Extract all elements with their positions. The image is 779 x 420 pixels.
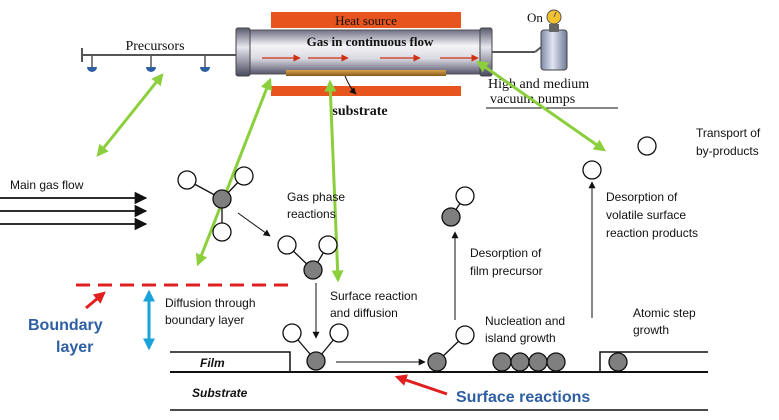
atomic-step-label-1: Atomic step — [633, 306, 696, 320]
gas-phase-arrow — [237, 212, 271, 237]
desorption-film-label-2: film precursor — [470, 264, 543, 278]
gas-flow-label: Gas in continuous flow — [307, 34, 434, 49]
desorption-volatile-label-1: Desorption of — [606, 190, 678, 204]
heat-source-top — [271, 12, 461, 28]
gas-phase-label-1: Gas phase — [287, 190, 345, 204]
tube-inlet-cap — [235, 27, 251, 77]
on-label: On — [527, 10, 543, 25]
desorbed-precursor — [441, 186, 475, 227]
desorption-volatile-label-2: volatile surface — [606, 208, 686, 222]
volatile-product — [582, 160, 602, 180]
precursor-valve — [200, 55, 210, 72]
heat-source-label: Heat source — [335, 13, 397, 28]
nucleating-molecule — [427, 325, 475, 372]
nucleation-label-2: island growth — [485, 331, 556, 345]
nucleation-label-1: Nucleation and — [485, 314, 565, 328]
green-arrow-desorption — [476, 60, 606, 152]
green-arrow-boundary — [195, 77, 273, 267]
substrate-process-label: Substrate — [192, 386, 248, 400]
step-atom — [608, 352, 628, 372]
boundary-layer-label-1: Boundary — [28, 317, 103, 334]
precursor-valve — [87, 55, 97, 72]
film-label: Film — [200, 356, 225, 370]
desorption-volatile-label-3: reaction products — [606, 226, 698, 240]
heat-source-bottom — [271, 86, 461, 96]
boundary-red-arrow — [85, 291, 106, 310]
precursor-valve — [146, 55, 156, 72]
diffusion-label-1: Diffusion through — [165, 296, 256, 310]
process-diagram: Main gas flow Gas phase reactions — [0, 126, 761, 411]
green-arrow-main-gas — [96, 73, 164, 157]
transport-label-2: by-products — [696, 144, 759, 158]
transport-label-1: Transport of — [696, 126, 761, 140]
surface-reaction-label-2: and diffusion — [330, 306, 398, 320]
substrate-plate — [286, 70, 446, 76]
gas-phase-label-2: reactions — [287, 207, 336, 221]
main-gas-flow-label: Main gas flow — [10, 178, 84, 192]
atomic-step-label-2: growth — [633, 323, 669, 337]
island-atoms — [492, 352, 566, 372]
reacted-molecule — [277, 235, 338, 280]
precursor-molecule — [177, 166, 254, 242]
substrate-label: substrate — [332, 104, 387, 119]
substrate-pointer — [344, 75, 357, 95]
byproduct-atom — [637, 136, 657, 156]
boundary-layer-label-2: layer — [56, 339, 93, 356]
precursors-label: Precursors — [125, 39, 184, 54]
surface-reaction-label-1: Surface reaction — [330, 289, 417, 303]
surface-reactions-arrow — [394, 374, 448, 396]
main-gas-flow-arrows — [0, 191, 148, 231]
pump-cylinder — [540, 29, 568, 71]
diffusion-label-2: boundary layer — [165, 313, 244, 327]
desorption-film-label-1: Desorption of — [470, 246, 542, 260]
adsorbed-molecule — [282, 323, 349, 371]
surface-reactions-label: Surface reactions — [456, 389, 590, 406]
